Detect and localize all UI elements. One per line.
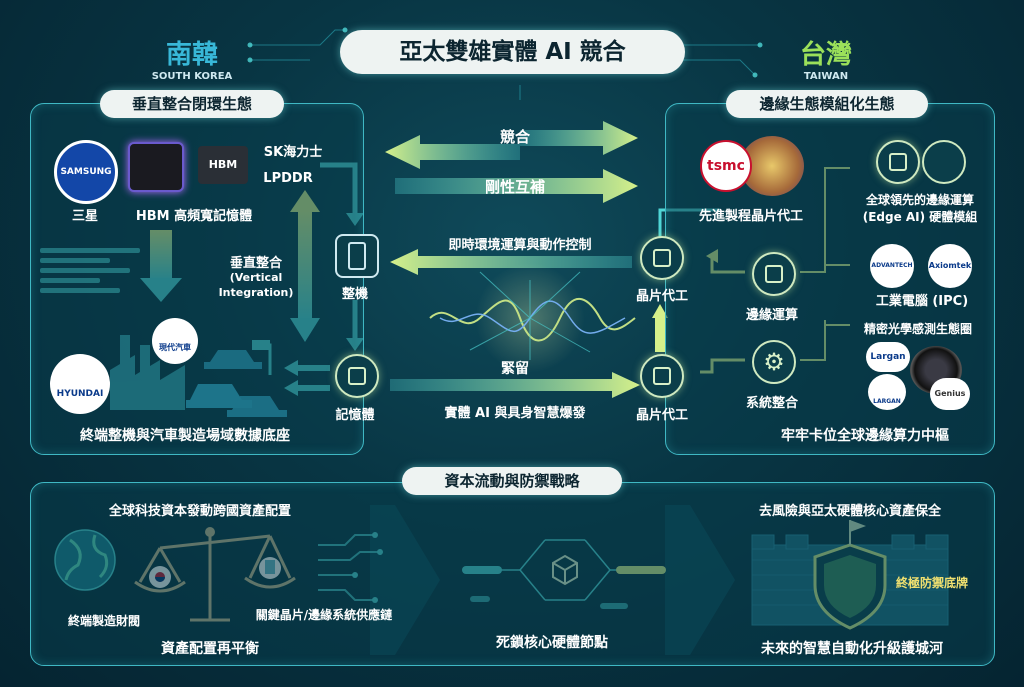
foundry-chip-bottom-icon <box>640 354 684 398</box>
south-korea-en: SOUTH KOREA <box>151 71 233 82</box>
tsmc-label: 先進製程晶片代工 <box>698 209 803 224</box>
ipc-label: 工業電腦 (IPC) <box>875 294 969 309</box>
hyundai-motor-badge: 現代汽車 <box>152 318 198 364</box>
rebalance-label: 資產配置再平衡 <box>161 641 259 657</box>
taiwan-name: 台灣 <box>799 40 852 70</box>
system-device-icon <box>335 234 379 278</box>
advantech-logo: ADVANTECH <box>870 244 914 288</box>
arrow-realtime <box>390 249 632 275</box>
samsung-logo: SAMSUNG <box>54 140 118 204</box>
samsung-label: 三星 <box>71 209 98 224</box>
largan-logo-2: LARGAN <box>868 374 906 410</box>
center-waveform <box>429 263 636 373</box>
ultimate-defense-label: 終極防禦底牌 <box>895 576 968 590</box>
south-korea-label: 南韓 SOUTH KOREA <box>148 34 236 82</box>
arrow-compete-right <box>520 121 638 155</box>
hyundai-logo: HYUNDAI <box>50 354 110 414</box>
optics-label: 精密光學感測生態圈 <box>863 322 972 336</box>
genius-logo: Genius <box>930 378 970 410</box>
edge-compute-label: 邊緣運算 <box>745 308 798 323</box>
main-title: 亞太雙雄實體 AI 競合 <box>340 30 685 74</box>
deadlock-label: 死鎖核心硬體節點 <box>496 635 608 651</box>
edge-ai-label-1: 全球領先的邊緣運算 <box>865 193 974 207</box>
arrow-explosion <box>390 372 640 398</box>
moat-label: 未來的智慧自動化升級護城河 <box>761 641 943 657</box>
vertical-integration-en-1: (Vertical <box>229 271 283 284</box>
compete-label: 競合 <box>499 128 530 146</box>
gear-icon: ⚙ <box>752 340 796 384</box>
edge-module-chip-icon <box>876 140 920 184</box>
bottom-panel <box>30 482 995 666</box>
system-label: 整機 <box>341 287 368 302</box>
largan-logo: Largan <box>866 342 910 372</box>
arrow-complement <box>395 169 638 203</box>
foundry-top-label: 晶片代工 <box>635 289 688 304</box>
hbm-label: HBM 高頻寬記憶體 <box>135 209 253 224</box>
edge-module-stack-icon <box>922 140 966 184</box>
edge-compute-icon <box>752 252 796 296</box>
derisk-title: 去風險與亞太硬體核心資產保全 <box>758 504 941 519</box>
foundry-chip-top-icon <box>640 236 684 280</box>
taiwan-label: 台灣 TAIWAN <box>782 34 870 82</box>
foundry-bottom-label: 晶片代工 <box>635 408 688 423</box>
left-panel-title: 垂直整合閉環生態 <box>100 90 284 118</box>
right-panel-bottom-label: 牢牢卡位全球邊緣算力中樞 <box>781 428 949 444</box>
chaebol-label: 終端製造財閥 <box>67 614 140 628</box>
physical-ai-label: 實體 AI 與具身智慧爆發 <box>444 406 586 421</box>
bottom-panel-title: 資本流動與防禦戰略 <box>402 467 622 495</box>
arrow-compete-left <box>385 135 520 169</box>
complement-label: 剛性互補 <box>484 178 545 196</box>
taiwan-en: TAIWAN <box>803 71 849 82</box>
south-korea-name: 南韓 <box>165 40 218 70</box>
vertical-integration-en-2: Integration) <box>218 286 294 299</box>
memory-label: 記憶體 <box>335 408 375 423</box>
hbm-chip-icon <box>128 142 184 192</box>
left-panel-bottom-label: 終端整機與汽車製造場域數據底座 <box>80 428 290 444</box>
chips-supply-label: 關鍵晶片/邊緣系統供應鏈 <box>255 608 393 622</box>
sk-hynix-label: SK海力士 <box>263 145 323 160</box>
right-panel-title: 邊緣生態模組化生態 <box>726 90 928 118</box>
capital-allocation-title: 全球科技資本發動跨國資產配置 <box>108 504 291 519</box>
realtime-control-label: 即時環境運算與動作控制 <box>448 238 592 253</box>
tsmc-logo: tsmc <box>700 140 752 192</box>
memory-chip-icon <box>335 354 379 398</box>
axiomtek-logo: Axiomtek <box>928 244 972 288</box>
vertical-integration-zh: 垂直整合 <box>229 256 282 271</box>
lock-in-label: 緊留 <box>501 361 529 377</box>
lpddr-label: LPDDR <box>263 171 313 186</box>
edge-ai-label-2: (Edge AI) 硬體模組 <box>862 210 978 224</box>
system-integration-label: 系統整合 <box>745 396 798 411</box>
hbm-chip-label: HBM <box>198 146 248 184</box>
